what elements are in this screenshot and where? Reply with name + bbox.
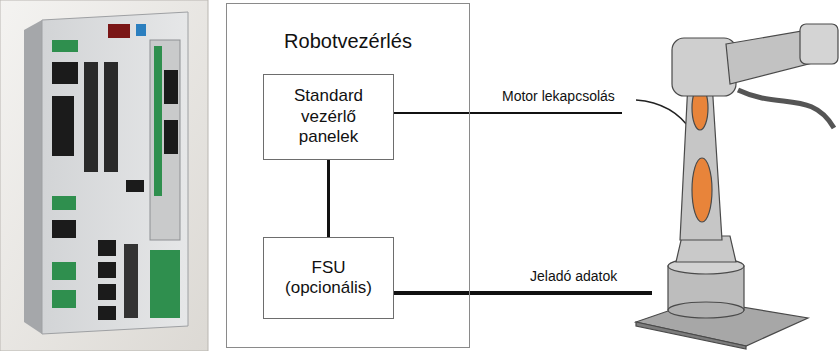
signal-label: Jeladó adatok: [528, 268, 619, 285]
port: [164, 120, 178, 154]
box-label: Standard vezérlő panelek: [280, 86, 377, 147]
board-connector: [52, 40, 78, 52]
process-box: Standard vezérlő panelek: [263, 74, 394, 160]
port: [98, 284, 116, 300]
wrist: [800, 24, 838, 64]
signal-label: Motor lekapcsolás: [500, 88, 617, 105]
board-connector: [52, 220, 76, 238]
port: [126, 180, 144, 192]
controller-photo: [0, 0, 208, 351]
encoder-wire: [393, 291, 652, 295]
unit-front: [42, 12, 188, 334]
port: [98, 306, 116, 320]
controller-box: RobotvezérlésStandard vezérlő panelekFSU…: [226, 3, 470, 348]
board-connector: [52, 196, 76, 210]
slot: [84, 62, 98, 172]
base-plate-edge: [636, 322, 746, 349]
unit-side: [24, 20, 42, 334]
lower-arm: [680, 82, 722, 240]
photo-frame: [0, 0, 208, 351]
motor-cover: [692, 158, 712, 222]
terminal-strip: [150, 250, 180, 318]
board-connector: [52, 290, 76, 308]
base-cylinder: [668, 302, 744, 318]
board-connector: [52, 96, 74, 156]
motor-wire: [393, 112, 622, 114]
board-edge: [154, 46, 162, 196]
robot-illustration: [636, 24, 838, 349]
process-box: FSU (opcionális): [263, 237, 394, 319]
port: [124, 244, 138, 318]
base-plate: [636, 300, 808, 346]
box-label: FSU (opcionális): [280, 258, 377, 299]
slot: [104, 62, 118, 172]
board-connector: [52, 62, 78, 84]
connector-line: [327, 160, 330, 237]
box-title: Robotvezérlés: [227, 29, 469, 53]
cable: [738, 90, 834, 128]
led: [136, 24, 146, 36]
port: [98, 240, 116, 256]
port: [164, 70, 178, 104]
board-connector: [52, 262, 76, 280]
display: [108, 24, 130, 38]
port: [98, 262, 116, 278]
side-board: [150, 40, 180, 240]
